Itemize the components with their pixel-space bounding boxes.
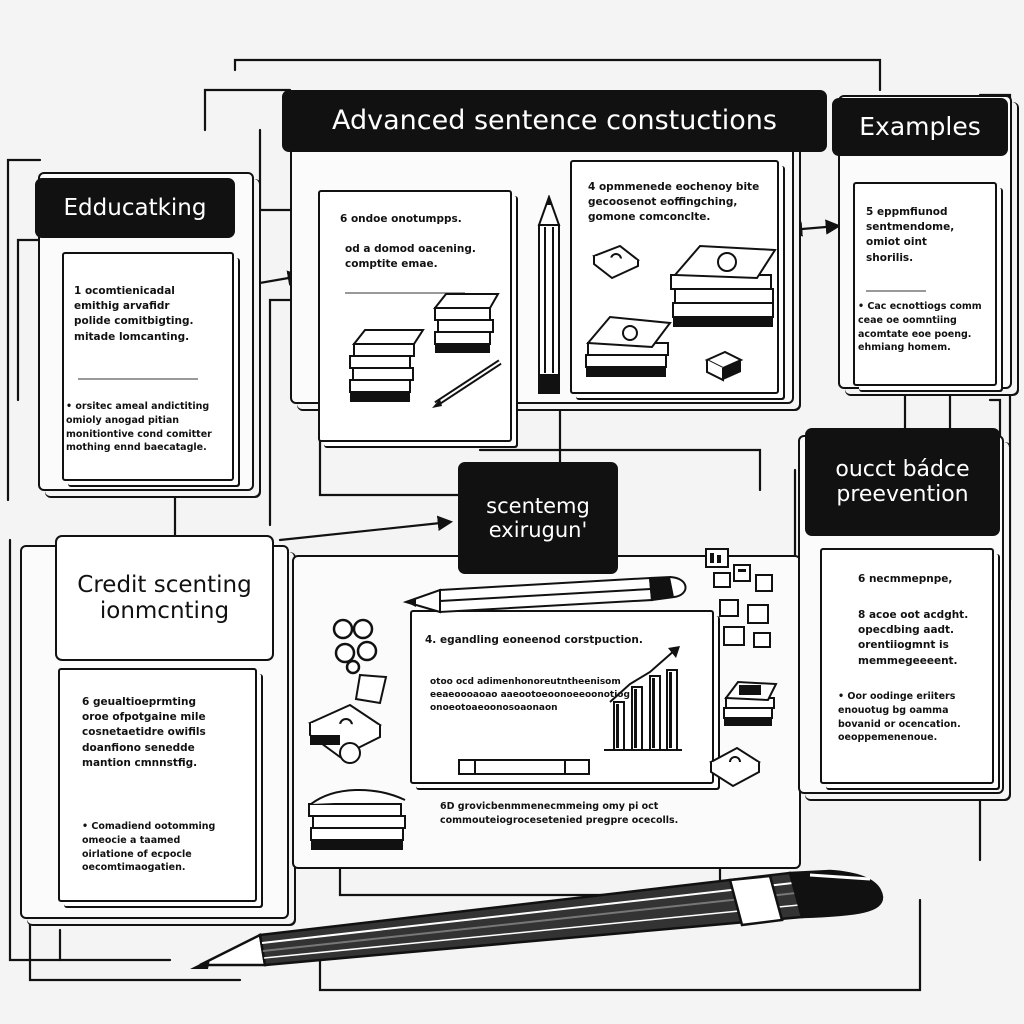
money-stack-icon: [585, 315, 672, 377]
money-stack-icon: [432, 293, 500, 353]
construction-footer-text: 6D grovicbenmmenecmmeing omy pi oct comm…: [440, 801, 679, 826]
money-bill-icon: [709, 746, 761, 788]
pencil-icon: [432, 359, 502, 408]
educating-card: [62, 252, 234, 481]
prevention-bullet-text: • Oor oodinge eriiters enouotug bg oamma…: [838, 691, 961, 744]
educating-bullet-text: • orsitec ameal andictiting omioly anoga…: [66, 401, 212, 454]
money-bill-icon: [592, 244, 640, 280]
prevention-heading-text: 6 necmmepnpe,: [858, 573, 953, 585]
credit-bullet-text: • Comadiend ootomming omeocie a taamed o…: [82, 821, 216, 874]
chat-bubbles-icon: [705, 548, 773, 648]
examples-bullet-text: • Cac ecnottiogs comm ceae oe oomntiing …: [858, 301, 982, 354]
credit-label: Credit scenting ionmcnting: [55, 535, 274, 661]
advanced-left-text-1: 6 ondoe onotumpps.: [340, 213, 462, 225]
educating-heading-text: 1 ocomtienicadal emithig arvafidr polide…: [74, 285, 194, 343]
title-label: Advanced sentence constuctions: [282, 90, 827, 152]
money-hand-icon: [308, 673, 388, 764]
document-strip-icon: [458, 759, 590, 775]
prevention-label: oucct bádce preevention: [805, 428, 1000, 536]
prevention-card: [820, 548, 994, 784]
advanced-right-text: 4 opmmenede eochenoy bite gecoosenot eof…: [588, 181, 760, 224]
construction-body-text: otoo ocd adimenhonoreutntheenisom eeaeoo…: [430, 677, 630, 714]
credit-card: [58, 668, 257, 902]
credit-heading-text: 6 geualtioeprmting oroe ofpotgaine mile …: [82, 696, 206, 769]
educating-label: Edducatking: [35, 178, 235, 238]
coins-icon: [332, 618, 378, 675]
prevention-sub-text: 8 acoe oot acdght. opecdbing aadt. orent…: [858, 609, 969, 667]
money-stack-icon: [308, 788, 406, 850]
examples-heading-text: 5 eppmfiunod sentmendome, omiot oint sho…: [866, 206, 955, 264]
construction-card: [410, 610, 714, 784]
pen-icon: [190, 869, 884, 969]
horizontal-pencil-icon: [402, 575, 687, 614]
money-stack-icon: [349, 329, 425, 402]
advanced-left-divider: [345, 292, 465, 294]
money-stack-icon: [723, 680, 778, 726]
money-stack-icon: [670, 244, 777, 327]
tall-pencil-icon: [537, 195, 561, 394]
construction-heading-text: 4. egandling eoneenod corstpuction.: [425, 634, 643, 646]
educating-divider: [78, 378, 198, 380]
center-label: scentemg exirugun': [458, 462, 618, 574]
examples-label: Examples: [832, 98, 1008, 156]
small-box-icon: [704, 350, 744, 382]
advanced-left-text-2: od a domod oacening. comptite emae.: [345, 243, 476, 271]
examples-divider: [866, 290, 926, 292]
examples-card: [853, 182, 997, 386]
bar-chart-icon: [604, 646, 682, 751]
